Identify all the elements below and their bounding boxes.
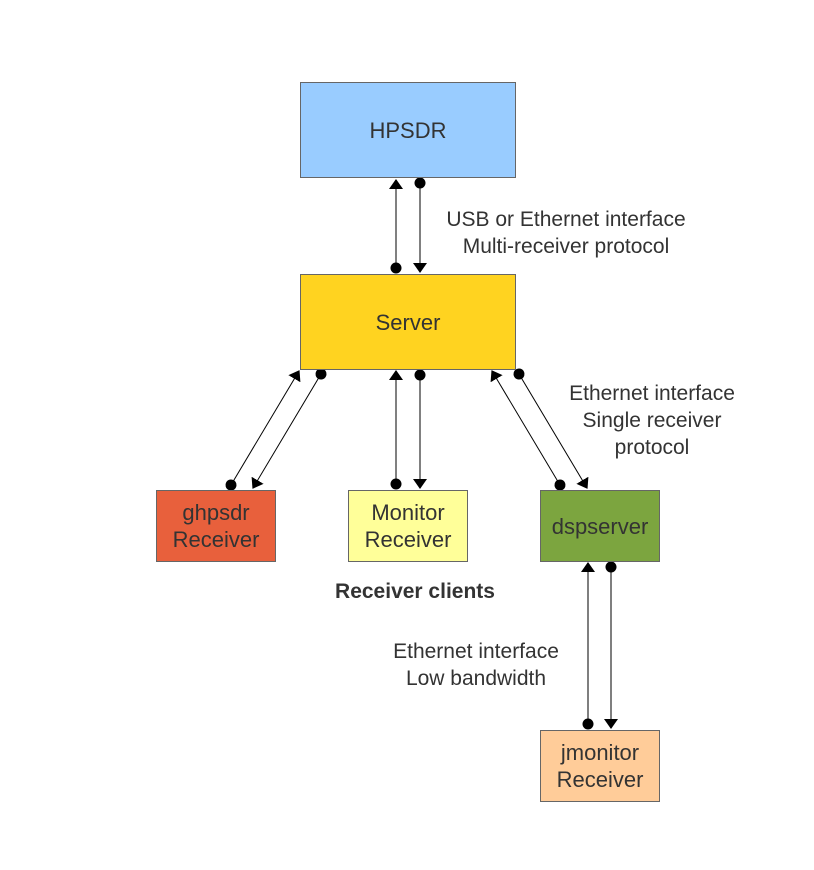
connector-server-to-dspserver xyxy=(513,368,589,489)
jmonitor-receiver-node: jmonitor Receiver xyxy=(540,730,660,802)
single-annotation-line1: Ethernet interface xyxy=(569,382,735,405)
ghpsdr-receiver-node: ghpsdr Receiver xyxy=(156,490,276,562)
hpsdr-label: HPSDR xyxy=(369,117,447,143)
low-annotation-line2: Low bandwidth xyxy=(405,667,547,690)
connector-server-to-ghpsdr xyxy=(251,368,327,489)
single-annotation-line2: Single receiver xyxy=(582,409,722,432)
monitor-label-line2: Receiver xyxy=(364,527,452,552)
receiver-clients-text: Receiver clients xyxy=(335,580,495,603)
single-annotation-line3: protocol xyxy=(614,436,690,459)
jmonitor-label-line1: jmonitor xyxy=(560,740,640,765)
hpsdr-node: HPSDR xyxy=(300,82,516,178)
low-bandwidth-annotation: Ethernet interface Low bandwidth xyxy=(376,638,576,692)
low-annotation-line1: Ethernet interface xyxy=(393,640,559,663)
usb-annotation-line1: USB or Ethernet interface xyxy=(446,208,686,231)
receiver-clients-caption: Receiver clients xyxy=(305,578,525,605)
dspserver-label: dspserver xyxy=(551,513,649,539)
server-label: Server xyxy=(375,309,441,335)
ghpsdr-label-line1: ghpsdr xyxy=(182,500,250,525)
jmonitor-label-line2: Receiver xyxy=(556,767,644,792)
dspserver-node: dspserver xyxy=(540,490,660,562)
connector-dspserver-to-server xyxy=(490,370,566,491)
single-receiver-annotation: Ethernet interface Single receiver proto… xyxy=(552,380,752,461)
usb-annotation-line2: Multi-receiver protocol xyxy=(462,235,670,258)
server-node: Server xyxy=(300,274,516,370)
usb-interface-annotation: USB or Ethernet interface Multi-receiver… xyxy=(426,206,706,260)
ghpsdr-label-line2: Receiver xyxy=(172,527,260,552)
monitor-receiver-node: Monitor Receiver xyxy=(348,490,468,562)
monitor-label-line1: Monitor xyxy=(371,500,445,525)
